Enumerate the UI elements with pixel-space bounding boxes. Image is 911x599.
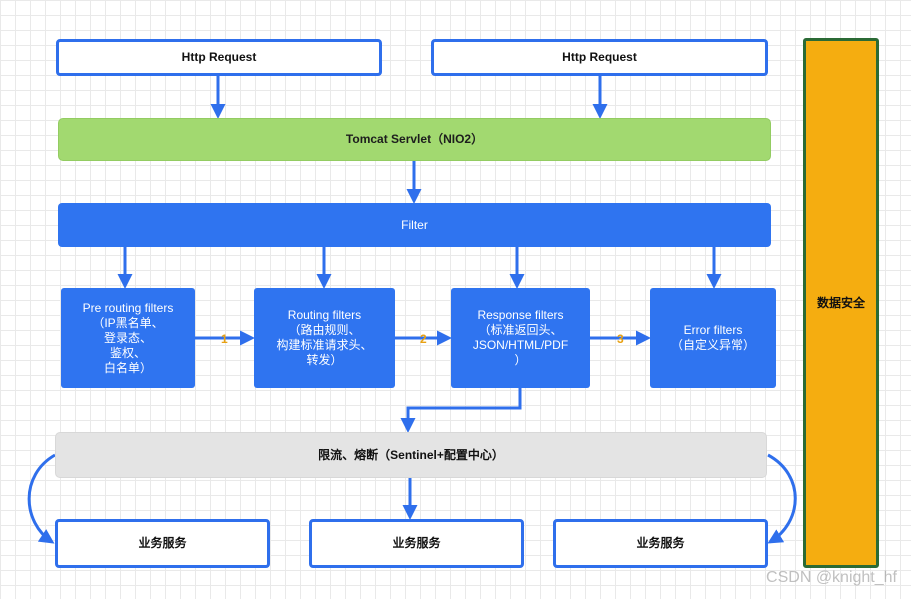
pre-routing-filters-label: Pre routing filters （IP黑名单、 登录态、 鉴权、 白名单… <box>82 300 174 375</box>
arrow-limit-service1 <box>27 453 56 544</box>
rate-limit-circuit-breaker-box: 限流、熔断（Sentinel+配置中心） <box>55 432 767 478</box>
http-request-box-1: Http Request <box>56 39 382 76</box>
response-filters-label: Response filters （标准返回头、 JSON/HTML/PDF ） <box>472 308 569 367</box>
data-security-label: 数据安全 <box>816 295 865 310</box>
error-filters-box: Error filters （自定义异常） <box>650 288 776 388</box>
http-request-label-1: Http Request <box>181 50 257 64</box>
step-number-1: 1 <box>221 332 228 346</box>
http-request-label-2: Http Request <box>562 50 637 64</box>
response-filters-box: Response filters （标准返回头、 JSON/HTML/PDF ） <box>451 288 590 388</box>
rate-limit-label: 限流、熔断（Sentinel+配置中心） <box>318 447 504 462</box>
business-service-box-3: 业务服务 <box>553 519 768 568</box>
filter-label: Filter <box>401 217 428 232</box>
arrow-limit-service3 <box>767 453 797 544</box>
step-number-2: 2 <box>420 332 427 346</box>
business-service-label-1: 业务服务 <box>138 536 187 550</box>
arrow-response-limit <box>400 387 522 433</box>
business-service-label-3: 业务服务 <box>636 536 685 550</box>
error-filters-label: Error filters （自定义异常） <box>670 323 755 352</box>
business-service-box-2: 业务服务 <box>309 519 524 568</box>
business-service-label-2: 业务服务 <box>392 536 441 550</box>
csdn-watermark: CSDN @knight_hf <box>766 569 897 586</box>
business-service-box-1: 业务服务 <box>55 519 270 568</box>
filter-box: Filter <box>58 203 771 247</box>
tomcat-servlet-label: Tomcat Servlet（NIO2） <box>345 132 484 146</box>
routing-filters-label: Routing filters （路由规则、 构建标准请求头、 转发） <box>276 308 373 367</box>
routing-filters-box: Routing filters （路由规则、 构建标准请求头、 转发） <box>254 288 395 388</box>
tomcat-servlet-box: Tomcat Servlet（NIO2） <box>58 118 771 161</box>
step-number-3: 3 <box>617 332 624 346</box>
http-request-box-2: Http Request <box>431 39 768 76</box>
pre-routing-filters-box: Pre routing filters （IP黑名单、 登录态、 鉴权、 白名单… <box>61 288 195 388</box>
data-security-box: 数据安全 <box>803 38 879 568</box>
